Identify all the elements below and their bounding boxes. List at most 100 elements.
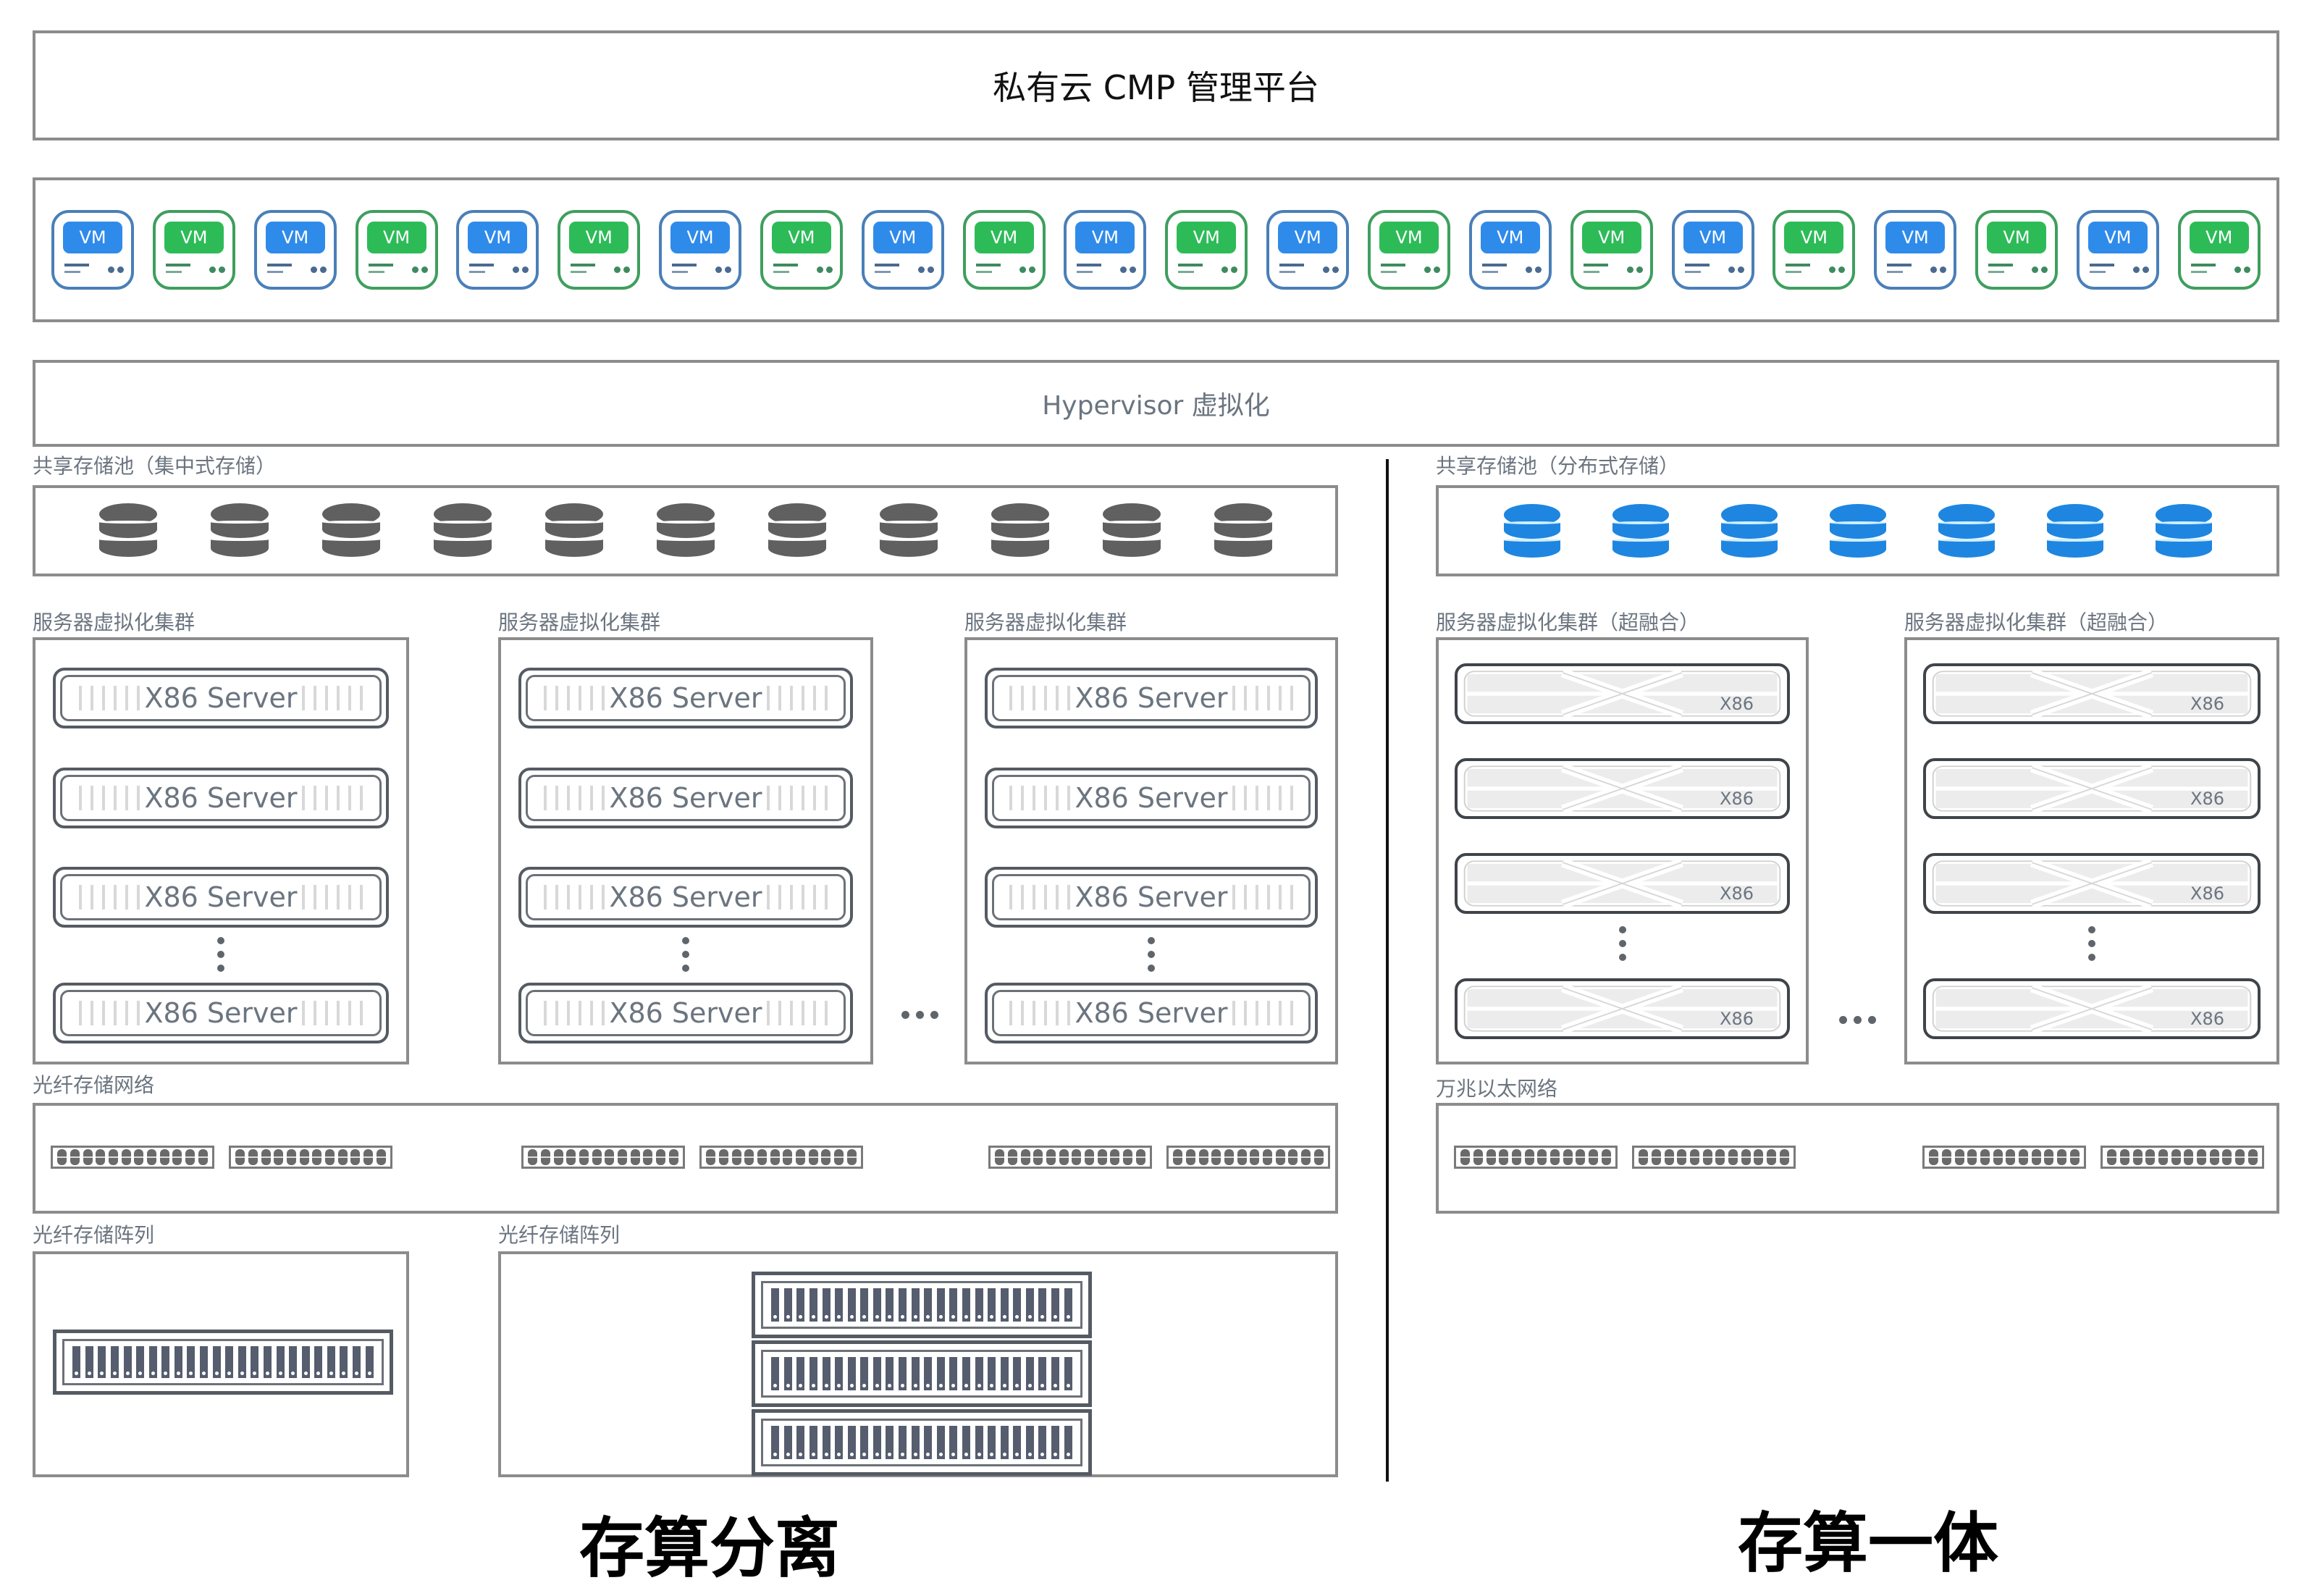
vm-line [2190, 264, 2216, 266]
disk-slot [237, 1345, 246, 1379]
vm-led [1728, 266, 1735, 273]
vm-line [1684, 264, 1710, 266]
vm-screen: VM [2087, 222, 2148, 253]
vm-led [1231, 266, 1238, 273]
vm-led [218, 266, 225, 273]
disk-slot [1000, 1426, 1009, 1459]
disk-slot [1013, 1288, 1022, 1322]
server-label: X86 Server [1075, 682, 1228, 714]
vm-screen: VM [569, 222, 629, 253]
vm-led [108, 266, 114, 273]
switch-port [1211, 1149, 1221, 1165]
switch-port [1549, 1149, 1560, 1165]
switch-port [1601, 1149, 1611, 1165]
disk-slot [936, 1288, 945, 1322]
x86-server: X86 Server [53, 768, 389, 828]
switch-port [1954, 1149, 1964, 1165]
hyperconverged-caption: 存算一体 [1738, 1505, 1998, 1582]
vm-line [2089, 271, 2106, 273]
switch-port [1486, 1149, 1496, 1165]
vm-line [165, 271, 182, 273]
vm-icon: VM [355, 210, 438, 290]
vm-line [1786, 264, 1811, 266]
disk-slot [251, 1345, 259, 1379]
switch-port [235, 1149, 245, 1165]
switch-port [1275, 1149, 1285, 1165]
switch-port [1702, 1149, 1712, 1165]
switch-port [83, 1149, 93, 1165]
vm-led [1028, 266, 1035, 273]
network-switch [1166, 1146, 1330, 1169]
cluster-label: 服务器虚拟化集群 [964, 610, 1127, 634]
switch-port [324, 1149, 335, 1165]
x86-server: X86 Server [518, 983, 853, 1043]
hypervisor-box: Hypervisor 虚拟化 [33, 360, 2279, 447]
vm-icon: VM [1773, 210, 1856, 290]
disk-slot [962, 1426, 970, 1459]
ethernet-network-label: 万兆以太网络 [1436, 1077, 1558, 1101]
disk-slot [187, 1345, 195, 1379]
switch-port [1173, 1149, 1183, 1165]
disk-slot [98, 1345, 106, 1379]
server-vent [79, 686, 140, 710]
vm-line [1279, 264, 1305, 266]
vm-line [469, 264, 495, 266]
switch-port [995, 1149, 1005, 1165]
hci-x86-node: X86 [1455, 758, 1790, 819]
disk-slot [796, 1357, 805, 1390]
database-icon [1829, 504, 1886, 558]
array-bezel [761, 1281, 1082, 1329]
network-switch [988, 1146, 1152, 1169]
disk-slot [123, 1345, 132, 1379]
server-bezel: X86 Server [992, 874, 1311, 920]
database-icon [1214, 503, 1272, 558]
vm-led [421, 266, 428, 273]
server-bezel: X86 Server [526, 990, 846, 1036]
switch-port [2044, 1149, 2054, 1165]
server-label: X86 Server [144, 682, 298, 714]
vm-screen: VM [1480, 222, 1540, 253]
switch-port [655, 1149, 665, 1165]
switch-port [1262, 1149, 1272, 1165]
vm-line [672, 271, 689, 273]
disk-slot [936, 1426, 945, 1459]
disk-slot [835, 1357, 844, 1390]
switch-port [1237, 1149, 1247, 1165]
x86-server: X86 Server [985, 983, 1318, 1043]
disk-slot [1051, 1426, 1059, 1459]
switch-port [1779, 1149, 1789, 1165]
vm-led [1737, 266, 1744, 273]
server-vent [766, 686, 828, 710]
switch-port [1122, 1149, 1132, 1165]
section-divider [1386, 459, 1389, 1482]
vm-led [927, 266, 934, 273]
switch-port [566, 1149, 576, 1165]
hci-x86-node: X86 [1923, 978, 2261, 1039]
switch-port [1754, 1149, 1764, 1165]
vm-icon: VM [760, 210, 843, 290]
switch-port [1689, 1149, 1699, 1165]
database-icon [1102, 503, 1161, 558]
more-nodes-ellipsis [1618, 926, 1626, 967]
vm-icon: VM [1570, 210, 1653, 290]
vm-icon: VM [1064, 210, 1147, 290]
server-bezel: X86 Server [60, 990, 382, 1036]
storage-array-enclosure [752, 1409, 1092, 1476]
disk-slot [911, 1426, 920, 1459]
disk-slot [796, 1288, 805, 1322]
switch-port [1639, 1149, 1649, 1165]
vm-screen: VM [1987, 222, 2047, 253]
vm-line [571, 264, 596, 266]
server-vent [79, 885, 140, 910]
disk-slot [111, 1345, 119, 1379]
vm-led [2132, 266, 2140, 273]
x86-server: X86 Server [53, 668, 389, 728]
vm-line [165, 264, 190, 266]
database-icon [210, 503, 269, 558]
x86-server: X86 Server [985, 768, 1318, 828]
switch-port [1473, 1149, 1483, 1165]
vm-line [2089, 264, 2114, 266]
node-label: X86 [2190, 883, 2224, 904]
array-bezel [761, 1419, 1082, 1466]
